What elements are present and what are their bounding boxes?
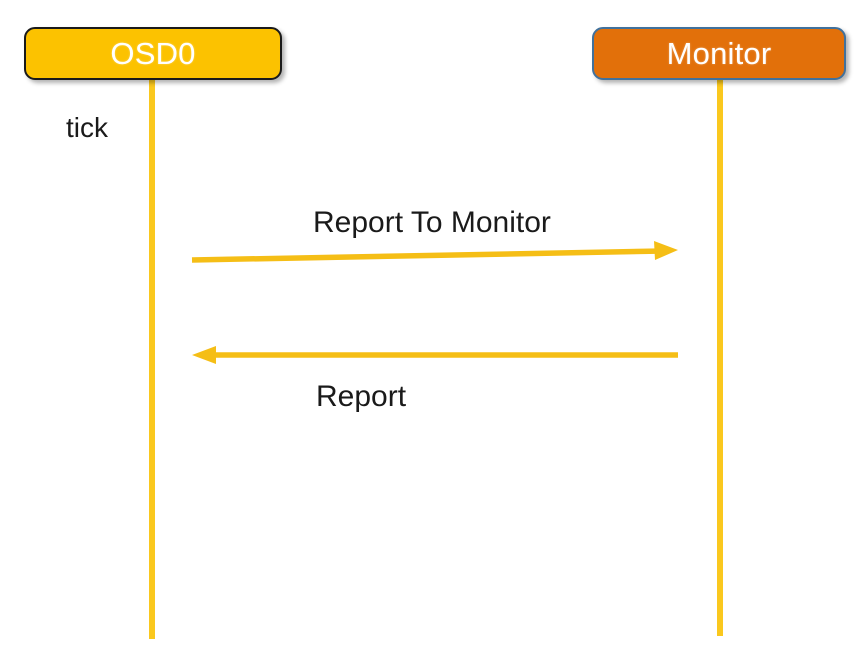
message-arrow-report-to-monitor[interactable] bbox=[191, 241, 678, 263]
message-arrow-report-to-monitor-head bbox=[654, 241, 678, 260]
lifeline-monitor bbox=[717, 79, 723, 636]
participant-osd0[interactable]: OSD0 bbox=[24, 27, 282, 80]
message-arrow-report-head bbox=[192, 346, 216, 364]
participant-osd0-label: OSD0 bbox=[110, 36, 196, 71]
lifeline-osd0 bbox=[149, 79, 155, 639]
label-tick: tick bbox=[66, 112, 108, 143]
message-arrow-report-to-monitor-line bbox=[191, 248, 665, 263]
message-label-report: Report bbox=[316, 380, 407, 413]
message-arrow-report[interactable] bbox=[192, 346, 678, 364]
participant-monitor-label: Monitor bbox=[666, 36, 772, 71]
message-label-report-to-monitor: Report To Monitor bbox=[313, 206, 551, 239]
participant-monitor[interactable]: Monitor bbox=[592, 27, 846, 80]
